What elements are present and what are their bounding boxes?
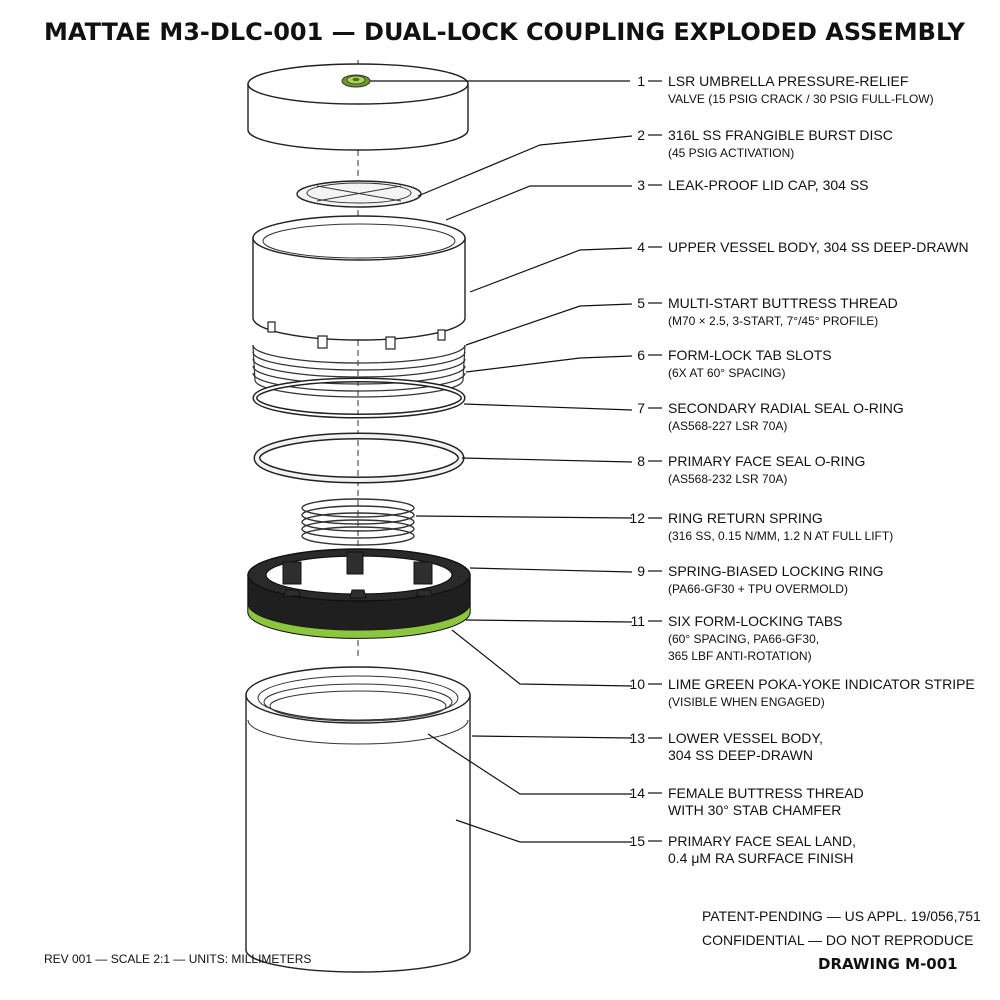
callout-10: 10 LIME GREEN POKA-YOKE INDICATOR STRIPE (…: [629, 676, 974, 709]
callout-line: 304 SS DEEP-DRAWN: [668, 747, 813, 763]
callout-number: 12: [629, 510, 645, 526]
callout-line: FEMALE BUTTRESS THREAD: [668, 785, 864, 801]
return-spring-part: [301, 498, 415, 546]
callout-7: 7 SECONDARY RADIAL SEAL O-RING (AS568-227 …: [637, 400, 904, 433]
callout-number: 2: [637, 127, 645, 143]
callout-5: 5 MULTI-START BUTTRESS THREAD (M70 × 2.5, …: [637, 295, 898, 328]
callout-number: 11: [630, 613, 645, 629]
callout-line: WITH 30° STAB CHAMFER: [668, 802, 841, 818]
callout-line: PRIMARY FACE SEAL LAND,: [668, 833, 856, 849]
callout-line: LIME GREEN POKA-YOKE INDICATOR STRIPE: [668, 676, 975, 692]
confidential-notice: CONFIDENTIAL — DO NOT REPRODUCE: [702, 932, 973, 948]
leader-lines: [370, 80, 633, 843]
relief-valve-icon: [341, 74, 371, 88]
callout-8: 8 PRIMARY FACE SEAL O-RING (AS568-232 LSR …: [637, 453, 865, 486]
callout-line: LOWER VESSEL BODY,: [668, 730, 823, 746]
radial-seal-oring-part: [252, 377, 466, 419]
buttress-thread-icon: [252, 344, 466, 398]
callout-line: (6X AT 60° SPACING): [668, 366, 786, 380]
lid-cap-part: [247, 63, 469, 151]
callout-line: SPRING-BIASED LOCKING RING: [668, 563, 883, 579]
revision-scale-note: REV 001 — SCALE 2:1 — UNITS: MILLIMETERS: [44, 952, 311, 966]
callout-line: 365 LBF ANTI-ROTATION): [668, 649, 812, 663]
callout-line: (AS568-232 LSR 70A): [668, 472, 787, 486]
callout-11: 11 SIX FORM-LOCKING TABS (60° SPACING, PA6…: [630, 613, 842, 663]
callout-line: (60° SPACING, PA66-GF30,: [668, 632, 819, 646]
locking-tab-icon: [282, 551, 433, 599]
callout-line: SECONDARY RADIAL SEAL O-RING: [668, 400, 904, 416]
callout-number: 13: [629, 730, 645, 746]
callout-line: (PA66-GF30 + TPU OVERMOLD): [668, 582, 848, 596]
callout-15: 15 PRIMARY FACE SEAL LAND,0.4 μM RA SURFA…: [629, 833, 856, 866]
callout-number: 15: [629, 833, 645, 849]
callout-12: 12 RING RETURN SPRING (316 SS, 0.15 N/MM, …: [629, 510, 893, 543]
callout-number: 6: [637, 347, 645, 363]
callout-line: (VISIBLE WHEN ENGAGED): [668, 695, 825, 709]
callout-line: (AS568-227 LSR 70A): [668, 419, 787, 433]
callout-line: RING RETURN SPRING: [668, 510, 823, 526]
callout-line: 0.4 μM RA SURFACE FINISH: [668, 850, 853, 866]
callout-line: FORM-LOCK TAB SLOTS: [668, 347, 832, 363]
callout-line: 316L SS FRANGIBLE BURST DISC: [668, 127, 893, 143]
tab-slot-icon: [267, 321, 446, 350]
callout-number: 4: [637, 239, 645, 255]
burst-disc-part: [296, 180, 422, 208]
callout-13: 13 LOWER VESSEL BODY,304 SS DEEP-DRAWN: [629, 730, 822, 763]
lower-vessel-body-part: [245, 666, 471, 973]
callout-number: 7: [637, 400, 645, 416]
callout-number: 14: [629, 785, 645, 801]
callout-number: 1: [637, 73, 645, 89]
callout-line: PRIMARY FACE SEAL O-RING: [668, 453, 865, 469]
callout-list: 1 LSR UMBRELLA PRESSURE-RELIEF VALVE (15 P…: [629, 73, 974, 866]
callout-line: UPPER VESSEL BODY, 304 SS DEEP-DRAWN: [668, 239, 969, 255]
callout-number: 3: [637, 177, 645, 193]
face-seal-oring-part: [253, 432, 465, 484]
callout-line: LSR UMBRELLA PRESSURE-RELIEF: [668, 73, 908, 89]
callout-line: (316 SS, 0.15 N/MM, 1.2 N AT FULL LIFT): [668, 529, 893, 543]
callout-line: MULTI-START BUTTRESS THREAD: [668, 295, 898, 311]
callout-4: 4 UPPER VESSEL BODY, 304 SS DEEP-DRAWN: [637, 239, 968, 255]
callout-line: VALVE (15 PSIG CRACK / 30 PSIG FULL-FLOW…: [668, 92, 934, 106]
callout-line: (45 PSIG ACTIVATION): [668, 146, 794, 160]
callout-line: LEAK-PROOF LID CAP, 304 SS: [668, 177, 869, 193]
callout-6: 6 FORM-LOCK TAB SLOTS (6X AT 60° SPACING): [637, 347, 831, 380]
callout-number: 8: [637, 453, 645, 469]
callout-number: 10: [629, 676, 645, 692]
callout-number: 5: [637, 295, 645, 311]
callout-number: 9: [637, 563, 645, 579]
callout-3: 3 LEAK-PROOF LID CAP, 304 SS: [637, 177, 868, 193]
drawing-number: DRAWING M-001: [818, 955, 958, 973]
callout-9: 9 SPRING-BIASED LOCKING RING (PA66-GF30 + …: [637, 563, 883, 596]
drawing-title: MATTAE M3-DLC-001 — DUAL-LOCK COUPLING E…: [44, 18, 966, 46]
indicator-stripe: [247, 603, 471, 639]
locking-ring-part: [247, 548, 471, 639]
patent-notice: PATENT-PENDING — US APPL. 19/056,751: [702, 908, 981, 924]
callout-line: (M70 × 2.5, 3-START, 7°/45° PROFILE): [668, 314, 878, 328]
callout-line: SIX FORM-LOCKING TABS: [668, 613, 843, 629]
callout-2: 2 316L SS FRANGIBLE BURST DISC (45 PSIG AC…: [637, 127, 893, 160]
upper-vessel-body-part: [252, 215, 466, 398]
callout-1: 1 LSR UMBRELLA PRESSURE-RELIEF VALVE (15 P…: [637, 73, 933, 106]
